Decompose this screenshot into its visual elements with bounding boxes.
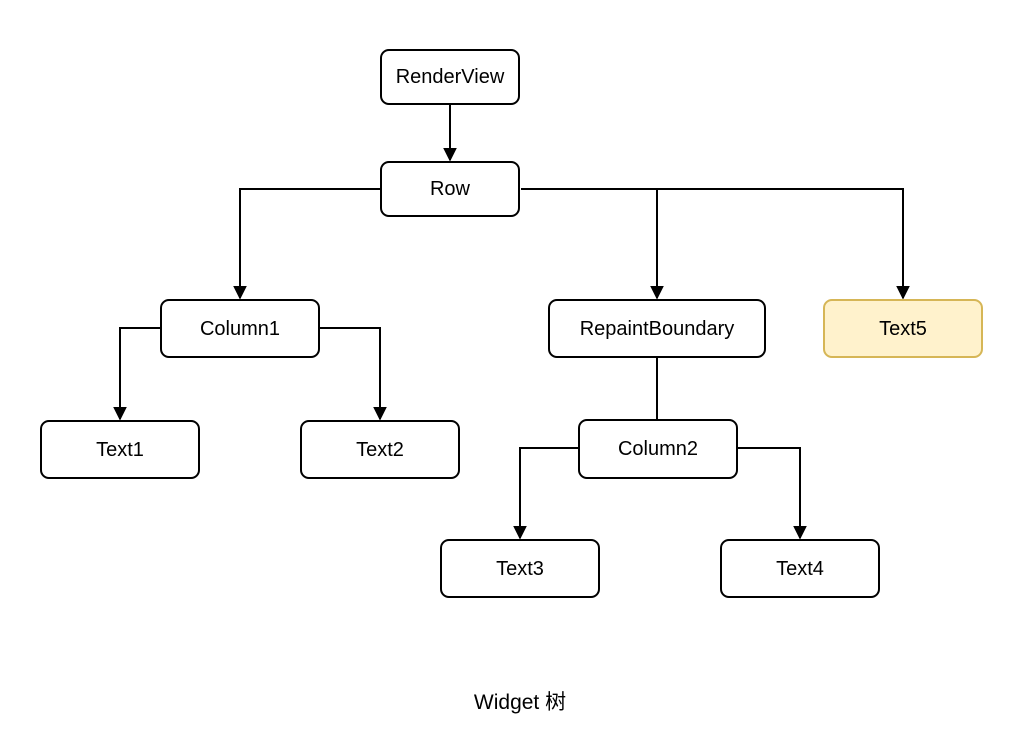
- node-text3: Text3: [440, 539, 600, 598]
- node-label: Text5: [879, 317, 927, 340]
- node-label: Text1: [96, 438, 144, 461]
- node-text1: Text1: [40, 420, 200, 479]
- edge-column1-to-text1: [120, 327, 160, 419]
- node-column1: Column1: [160, 299, 320, 358]
- node-row: Row: [380, 161, 520, 217]
- node-repaintboundary: RepaintBoundary: [548, 299, 766, 358]
- node-label: Text3: [496, 557, 544, 580]
- node-label: Column2: [617, 438, 699, 460]
- node-label: Text2: [356, 438, 404, 461]
- node-renderview: RenderView: [380, 49, 520, 105]
- diagram-caption: Widget 树: [473, 691, 567, 714]
- edge-row-to-repaintboundary: [521, 188, 657, 298]
- edge-row-to-text5: [521, 188, 903, 298]
- edge-column2-to-text4: [738, 447, 800, 538]
- node-text5: Text5: [823, 299, 983, 358]
- node-column2: Column2: [578, 419, 738, 479]
- node-text4: Text4: [720, 539, 880, 598]
- node-label: Text4: [776, 557, 824, 580]
- node-label: RepaintBoundary: [579, 317, 735, 340]
- node-text2: Text2: [300, 420, 460, 479]
- node-label: Row: [429, 178, 470, 200]
- node-label: Column1: [199, 317, 281, 340]
- node-label: RenderView: [395, 66, 505, 88]
- edge-row-to-column1: [240, 188, 380, 298]
- edge-column1-to-text2: [320, 327, 380, 419]
- edge-column2-to-text3: [520, 447, 578, 538]
